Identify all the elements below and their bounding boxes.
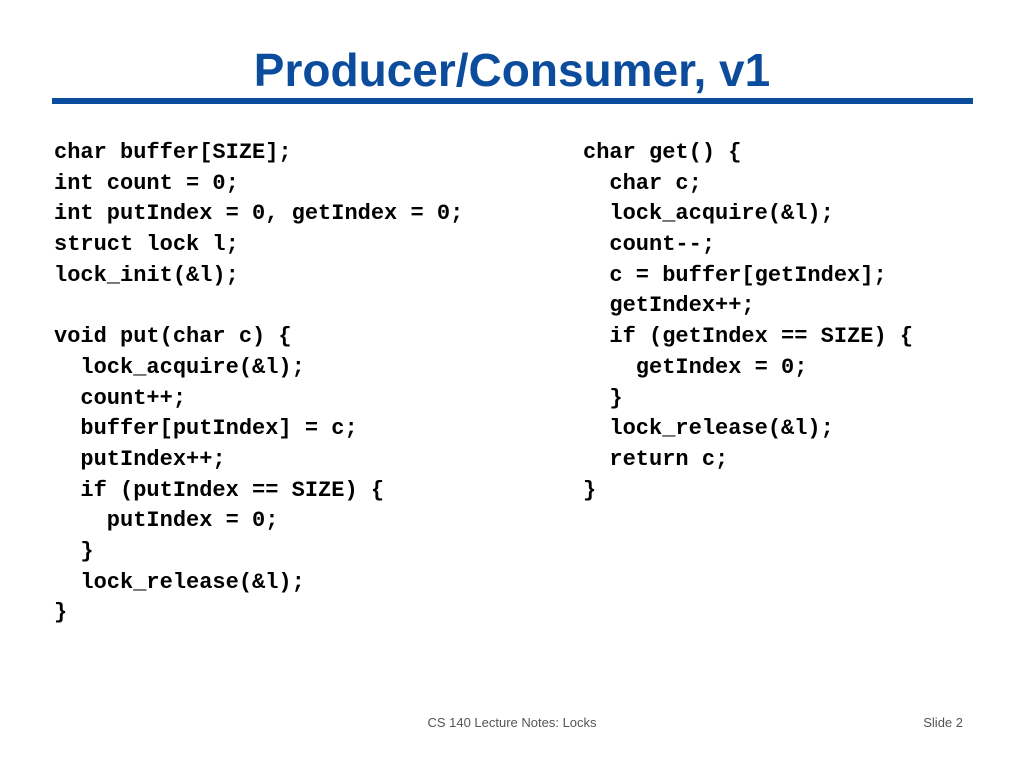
code-line: } — [54, 538, 94, 564]
code-line: char c; — [583, 170, 702, 196]
code-line: char buffer[SIZE]; — [54, 140, 292, 165]
title-underline — [52, 98, 973, 104]
code-line: putIndex++; — [54, 446, 226, 472]
slide-title: Producer/Consumer, v1 — [253, 44, 771, 96]
slide-number: Slide 2 — [923, 715, 963, 730]
code-line: putIndex = 0; — [54, 508, 279, 534]
code-line: char get() { — [583, 140, 742, 165]
code-line: if (getIndex == SIZE) { — [583, 324, 914, 350]
code-line: lock_acquire(&l); — [54, 354, 305, 380]
code-block-right: char get() { char c; lock_acquire(&l); c… — [583, 138, 913, 506]
code-line: int putIndex = 0, getIndex = 0; — [54, 201, 464, 227]
footer-course-label: CS 140 Lecture Notes: Locks — [427, 715, 597, 730]
code-line — [54, 291, 463, 322]
code-line: getIndex++; — [583, 293, 755, 319]
code-line: } — [583, 477, 597, 503]
code-block-left: char buffer[SIZE]; int count = 0; int pu… — [54, 138, 463, 629]
code-line: struct lock l; — [54, 232, 239, 258]
code-line: int count = 0; — [54, 170, 239, 196]
code-line: } — [54, 600, 68, 626]
code-line: void put(char c) { — [54, 324, 292, 350]
code-line: c = buffer[getIndex]; — [583, 262, 887, 288]
code-line: if (putIndex == SIZE) { — [54, 477, 385, 503]
code-line: lock_acquire(&l); — [583, 201, 834, 227]
code-line: } — [583, 385, 623, 411]
code-line: lock_release(&l); — [54, 569, 305, 595]
code-line: lock_init(&l); — [54, 262, 239, 288]
code-line: buffer[putIndex] = c; — [54, 416, 358, 442]
code-line: count--; — [583, 232, 716, 258]
code-line: getIndex = 0; — [583, 354, 808, 380]
code-line: lock_release(&l); — [583, 416, 834, 442]
code-line: count++; — [54, 385, 187, 411]
code-line: return c; — [583, 446, 729, 472]
